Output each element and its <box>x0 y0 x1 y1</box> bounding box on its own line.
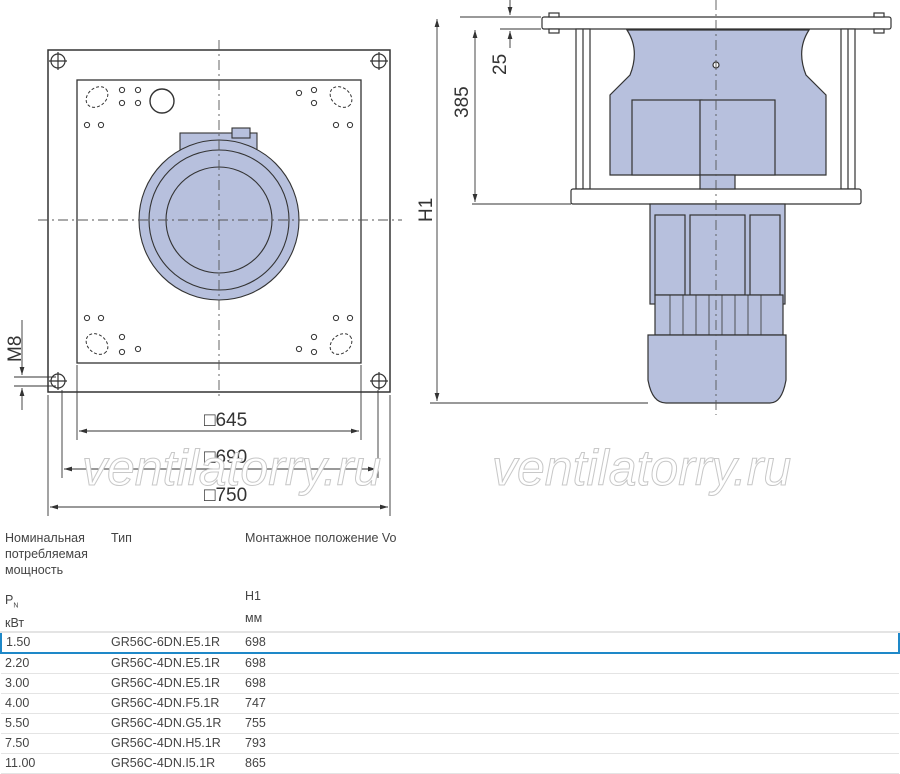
power-unit: кВт <box>5 615 25 630</box>
power-header-line-1: Номинальная <box>5 531 85 545</box>
h1-cell: 793 <box>241 733 899 754</box>
h1-cell: 865 <box>241 753 899 774</box>
center-lines-top <box>38 40 402 400</box>
watermark-left: ventilatorry.ru <box>82 440 381 496</box>
top-view <box>38 40 402 400</box>
power-cell: 5.50 <box>1 713 107 734</box>
type-header: Тип <box>107 530 241 633</box>
h1-cell: 698 <box>241 630 900 654</box>
power-cell: 2.20 <box>1 652 107 674</box>
h1-cell: 698 <box>241 652 899 674</box>
type-cell: GR56C-4DN.F5.1R <box>107 693 241 714</box>
power-header-line-3: мощность <box>5 563 64 577</box>
watermark-right: ventilatorry.ru <box>492 440 791 496</box>
dim-m8-label: M8 <box>5 336 26 362</box>
power-cell: 4.00 <box>1 693 107 714</box>
power-subscript: N <box>13 602 19 610</box>
mount-header-label: Монтажное положение Vo <box>245 531 397 545</box>
type-cell: GR56C-4DN.I5.1R <box>107 753 241 774</box>
dim-385-label: 385 <box>452 86 473 118</box>
table-row-selected[interactable]: 1.50 GR56C-6DN.E5.1R 698 <box>0 630 900 654</box>
table-row[interactable]: 4.00 GR56C-4DN.F5.1R 747 <box>1 693 899 714</box>
power-header: Номинальная потребляемая мощность PN кВт <box>1 530 107 633</box>
dim-25-label: 25 <box>490 54 511 75</box>
dim-645-label: □645 <box>204 410 247 431</box>
dim-750-label: □750 <box>204 485 247 506</box>
power-cell: 1.50 <box>0 630 107 654</box>
type-cell: GR56C-4DN.G5.1R <box>107 713 241 734</box>
table-row[interactable]: 7.50 GR56C-4DN.H5.1R 793 <box>1 733 899 754</box>
table-row[interactable]: 2.20 GR56C-4DN.E5.1R 698 <box>1 652 899 674</box>
power-cell: 3.00 <box>1 673 107 694</box>
power-cell: 11.00 <box>1 753 107 774</box>
table-row[interactable]: 11.00 GR56C-4DN.I5.1R 865 <box>1 753 899 774</box>
power-symbol: P <box>5 593 14 607</box>
type-cell: GR56C-4DN.E5.1R <box>107 673 241 694</box>
technical-drawing: □645 □690 □750 M8 385 25 H1 ventilatorry… <box>5 0 892 516</box>
specification-table: Номинальная потребляемая мощность PN кВт… <box>0 530 900 774</box>
type-header-label: Тип <box>111 531 132 545</box>
type-cell: GR56C-4DN.E5.1R <box>107 652 241 674</box>
table-row[interactable]: 3.00 GR56C-4DN.E5.1R 698 <box>1 673 899 694</box>
dim-690-label: □690 <box>204 447 247 468</box>
type-cell: GR56C-6DN.E5.1R <box>107 630 241 654</box>
h1-cell: 747 <box>241 693 899 714</box>
corner-holes <box>49 52 388 390</box>
table-header-row: Номинальная потребляемая мощность PN кВт… <box>1 530 899 633</box>
h1-unit: мм <box>245 611 263 625</box>
mount-header: Монтажное положение Vo H1 мм <box>241 530 899 633</box>
table-row[interactable]: 5.50 GR56C-4DN.G5.1R 755 <box>1 713 899 734</box>
side-view <box>541 12 892 404</box>
dimension-labels: □645 □690 □750 M8 385 25 H1 <box>5 54 511 506</box>
dim-h1-label: H1 <box>416 198 437 222</box>
type-cell: GR56C-4DN.H5.1R <box>107 733 241 754</box>
h1-cell: 755 <box>241 713 899 734</box>
h1-cell: 698 <box>241 673 899 694</box>
dimension-lines <box>14 0 648 516</box>
h1-symbol: H1 <box>245 589 261 603</box>
mounting-holes <box>83 86 354 356</box>
power-header-line-2: потребляемая <box>5 547 88 561</box>
power-cell: 7.50 <box>1 733 107 754</box>
